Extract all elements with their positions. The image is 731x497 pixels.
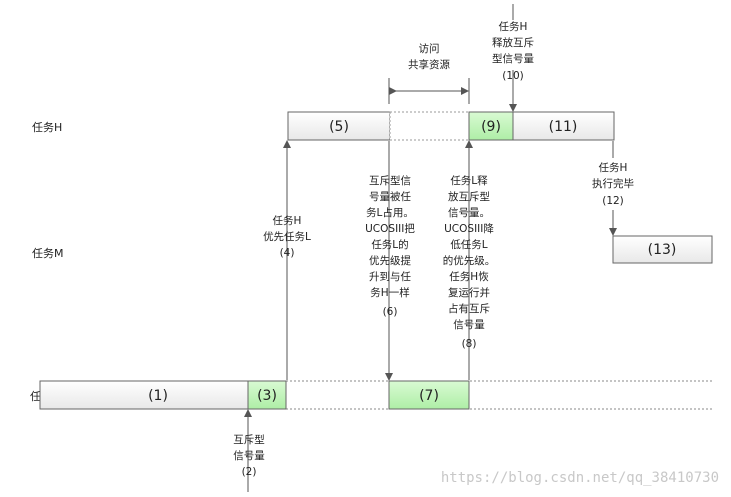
ann-6-line-6: 优先级提 bbox=[369, 254, 411, 267]
ann-6: 互斥型信 号量被任 务L占用。 UCOSIII把 任务L的 优先级提 升到与任 … bbox=[365, 174, 415, 318]
ann-4-line-3: (4) bbox=[280, 247, 295, 259]
box-13-label: (13) bbox=[648, 242, 677, 258]
ann-12-line-2: 执行完毕 bbox=[592, 177, 634, 190]
ann-6-line-8: 务H一样 bbox=[370, 286, 409, 299]
box-7-label: (7) bbox=[419, 388, 439, 404]
ann-8-line-4: UCOSIII降 bbox=[444, 222, 494, 235]
ann-6-line-2: 号量被任 bbox=[369, 190, 411, 203]
box-11-label: (11) bbox=[549, 119, 578, 135]
ann-8-line-8: 复运行并 bbox=[448, 286, 490, 299]
ann-6-line-5: 任务L的 bbox=[371, 238, 408, 251]
ann-10-line-2: 释放互斥 bbox=[492, 36, 534, 49]
box-11 bbox=[512, 111, 615, 141]
ann-8-line-5: 低任务L bbox=[450, 238, 487, 251]
box-7 bbox=[388, 380, 470, 410]
ann-6-line-4: UCOSIII把 bbox=[365, 222, 415, 235]
box-3 bbox=[247, 380, 287, 410]
ann-8: 任务L释 放互斥型 信号量。 UCOSIII降 低任务L 的优先级。 任务H恢 … bbox=[443, 174, 496, 350]
box-9-label: (9) bbox=[481, 119, 501, 135]
row-label-task-m: 任务M bbox=[32, 247, 64, 260]
ann-8-line-11: (8) bbox=[462, 338, 477, 350]
ann-8-line-2: 放互斥型 bbox=[448, 190, 490, 203]
ann-6-line-3: 务L占用。 bbox=[366, 206, 414, 219]
ann-8-line-10: 信号量 bbox=[453, 319, 485, 331]
ann-8-line-3: 信号量。 bbox=[448, 207, 490, 219]
box-h-waiting bbox=[389, 111, 470, 141]
ann-6-line-7: 升到与任 bbox=[369, 270, 411, 283]
ann-12-bg bbox=[586, 158, 640, 210]
ann-10: 任务H 释放互斥 型信号量 (10) bbox=[492, 20, 534, 82]
box-1 bbox=[39, 380, 249, 410]
ann-2-line-1: 互斥型 bbox=[233, 433, 265, 446]
access-label-1: 访问 bbox=[419, 42, 440, 55]
ann-10-line-4: (10) bbox=[502, 70, 524, 82]
ann-4-line-2: 优先任务L bbox=[263, 230, 311, 243]
ann-12-line-1: 任务H bbox=[599, 161, 628, 174]
box-9 bbox=[468, 111, 514, 141]
ann-2-line-2: 信号量 bbox=[233, 450, 265, 462]
ann-2-line-3: (2) bbox=[242, 466, 257, 478]
ann-8-line-7: 任务H恢 bbox=[449, 270, 489, 283]
ann-6-line-1: 互斥型信 bbox=[369, 174, 411, 187]
ann-12-line-3: (12) bbox=[602, 195, 624, 207]
ann-8-line-6: 的优先级。 bbox=[443, 254, 496, 267]
access-label-2: 共享资源 bbox=[408, 58, 450, 71]
box-5-label: (5) bbox=[329, 119, 349, 135]
box-3-label: (3) bbox=[257, 388, 277, 404]
ann-6-line-9: (6) bbox=[383, 306, 398, 318]
ann-8-line-9: 占有互斥 bbox=[448, 302, 490, 315]
ann-4-line-1: 任务H bbox=[273, 214, 302, 227]
row-label-task-h: 任务H bbox=[32, 121, 62, 134]
box-1-label: (1) bbox=[148, 388, 168, 404]
ann-10-line-3: 型信号量 bbox=[492, 52, 534, 65]
ann-10-line-1: 任务H bbox=[499, 20, 528, 33]
ann-8-line-1: 任务L释 bbox=[450, 174, 488, 187]
box-13 bbox=[612, 235, 713, 264]
watermark: https://blog.csdn.net/qq_38410730 bbox=[441, 470, 719, 486]
